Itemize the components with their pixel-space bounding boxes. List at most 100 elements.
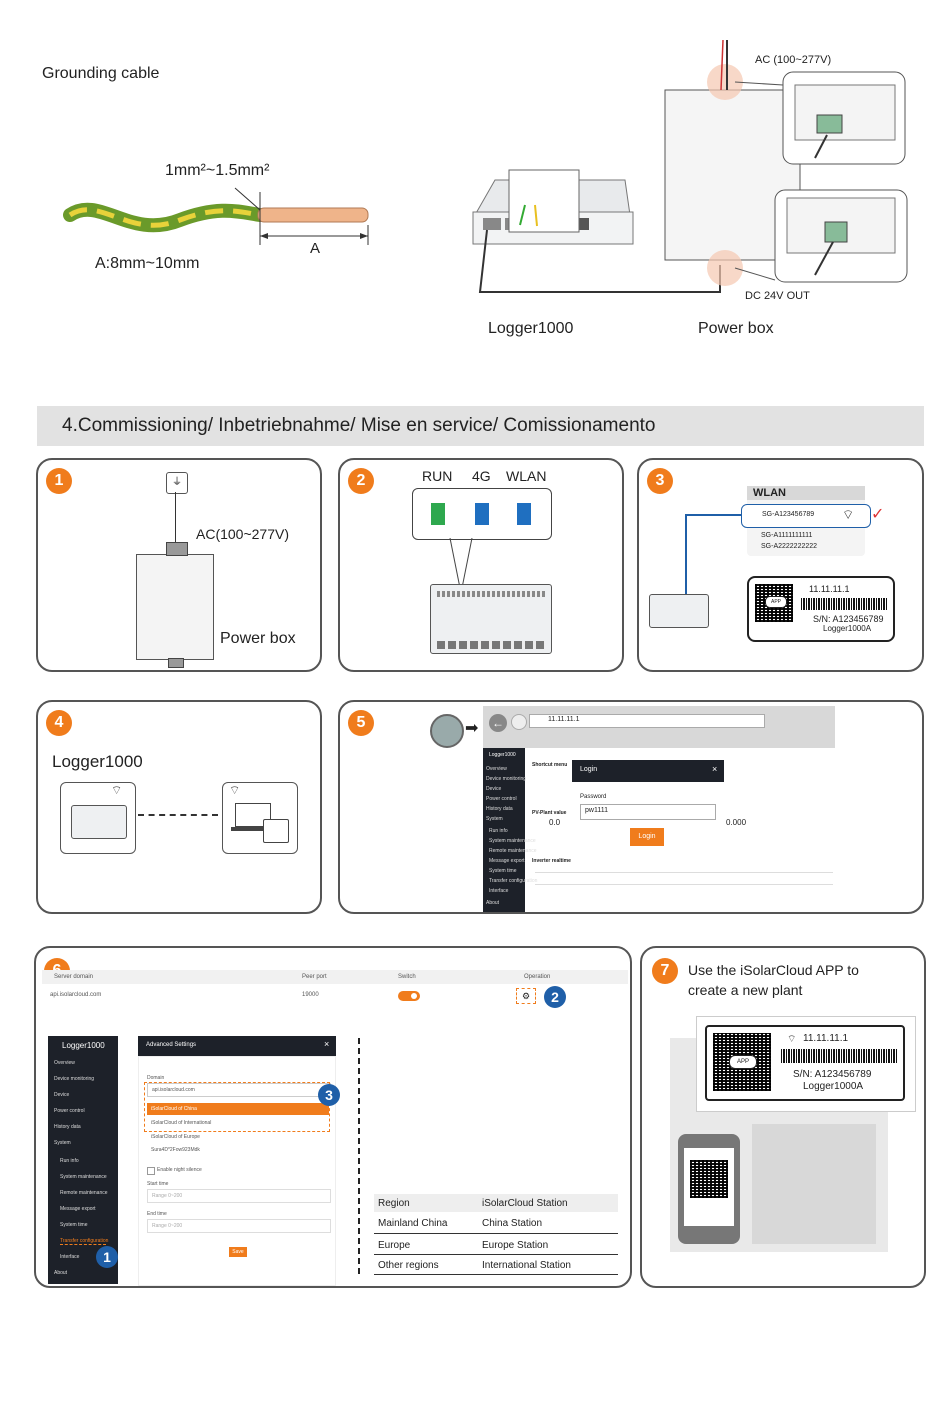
domain-value: api.isolarcloud.com (152, 1087, 195, 1093)
app-badge: APP (729, 1055, 757, 1069)
menu-power-control[interactable]: Power control (54, 1108, 85, 1114)
section-title: 4.Commissioning/ Inbetriebnahme/ Mise en… (62, 415, 656, 436)
phone-icon (678, 1134, 740, 1244)
pv-value-label: PV-Plant value (532, 810, 567, 816)
menu-system-maintenance[interactable]: System maintenance (489, 838, 536, 844)
step4-badge: 4 (46, 710, 72, 736)
led-wlan (517, 503, 531, 525)
menu-device-monitoring[interactable]: Device monitoring (486, 776, 527, 782)
connect-line-h (685, 514, 741, 516)
step5-brand: Logger1000 (489, 752, 516, 758)
device-label-zoom: APP 11.11.11.1 S/N: A123456789 Logger100… (747, 576, 895, 642)
label-sn: S/N: A123456789 (813, 614, 884, 624)
menu-power-control[interactable]: Power control (486, 796, 517, 802)
menu-interface[interactable]: Interface (60, 1254, 80, 1260)
menu-about[interactable]: About (54, 1270, 68, 1276)
row2-station: Europe Station (482, 1240, 549, 1251)
step1-box-label: Power box (220, 630, 296, 647)
silence-checkbox[interactable] (147, 1167, 155, 1175)
advanced-settings-dialog: Domain api.isolarcloud.com iSolarCloud o… (138, 1056, 336, 1286)
close-icon[interactable]: × (324, 1039, 330, 1049)
label-ip: 11.11.11.1 (809, 584, 850, 594)
menu-transfer-config[interactable]: Transfer configuration (489, 878, 538, 884)
wiring-figure (472, 39, 908, 293)
close-icon[interactable]: × (712, 764, 718, 774)
menu-message-export[interactable]: Message export (489, 858, 525, 864)
menu-history-data[interactable]: History data (54, 1124, 81, 1130)
option-china[interactable]: iSolarCloud of China (147, 1103, 329, 1115)
gear-icon[interactable]: ⚙ (516, 988, 536, 1004)
menu-device[interactable]: Device (54, 1092, 70, 1098)
step7-text-1: Use the iSolarCloud APP to (688, 962, 859, 978)
menu-system[interactable]: System (486, 816, 503, 822)
dashed-connection (138, 814, 218, 816)
menu-system-time[interactable]: System time (489, 868, 517, 874)
browser-chrome: ← 11.11.11.1 (483, 706, 835, 748)
switch-toggle[interactable] (398, 991, 420, 1001)
step5-panel: 5 ➡ ← 11.11.11.1 Logger1000 Overview Dev… (338, 700, 924, 914)
row-domain: api.isolarcloud.com (50, 992, 102, 998)
step6-badge-2: 2 (544, 986, 566, 1008)
option-europe[interactable]: iSolarCloud of Europe (147, 1131, 329, 1143)
login-button[interactable]: Login (630, 828, 664, 846)
wifi-icon: ⌔ (111, 783, 123, 797)
menu-about[interactable]: About (486, 900, 500, 906)
step2-logger-device (430, 584, 552, 654)
option-international[interactable]: iSolarCloud of International (147, 1117, 329, 1129)
menu-remote-maintenance[interactable]: Remote maintenance (60, 1190, 108, 1196)
menu-run-info[interactable]: Run info (489, 828, 508, 834)
label-sn: S/N: A123456789 (793, 1069, 872, 1080)
step3-logger-device (649, 594, 709, 628)
check-mark-icon: ✓ (871, 506, 885, 523)
menu-run-info[interactable]: Run info (60, 1158, 79, 1164)
save-button[interactable]: Save (229, 1247, 247, 1257)
cable-spec: 1mm²~1.5mm² (165, 162, 270, 179)
menu-system-time[interactable]: System time (60, 1222, 88, 1228)
menu-overview[interactable]: Overview (54, 1060, 75, 1066)
extra-value: Sura4D*2Fow923Mdk (151, 1147, 200, 1153)
ssid-item-2[interactable]: SG-A1111111111 (761, 532, 813, 539)
row3-region: Other regions (378, 1260, 439, 1271)
ssid-item-3[interactable]: SG-A2222222222 (761, 543, 818, 550)
start-time-input[interactable]: Range 0~200 (147, 1189, 331, 1203)
menu-system-maintenance[interactable]: System maintenance (60, 1174, 107, 1180)
menu-system[interactable]: System (54, 1140, 71, 1146)
row2-region: Europe (378, 1240, 411, 1251)
section-header-bar (37, 406, 924, 446)
forward-button[interactable] (511, 714, 527, 730)
pv-value-1: 0.0 (549, 818, 561, 827)
menu-remote-maintenance[interactable]: Remote maintenance (489, 848, 537, 854)
password-label: Password (580, 794, 607, 800)
step2-badge: 2 (348, 468, 374, 494)
barcode (781, 1049, 897, 1063)
menu-history-data[interactable]: History data (486, 806, 513, 812)
step4-panel: 4 Logger1000 ⌔ ⌔ (36, 700, 322, 914)
url-bar[interactable]: 11.11.11.1 (529, 714, 765, 728)
wifi-icon: ⌔ (842, 507, 855, 522)
menu-device[interactable]: Device (486, 786, 502, 792)
strip-label: A (310, 240, 321, 257)
login-dialog: Password pw1111 Login (572, 782, 724, 856)
options-highlight (144, 1082, 330, 1132)
menu-message-export[interactable]: Message export (60, 1206, 96, 1212)
start-label: Start time (147, 1181, 169, 1187)
power-box-device (136, 554, 214, 660)
step2-panel: 2 RUN 4G WLAN (338, 458, 624, 672)
connect-line-v (685, 514, 687, 594)
pv-value-2: 0.000 (726, 818, 747, 827)
step3-badge: 3 (647, 468, 673, 494)
password-input[interactable]: pw1111 (580, 804, 716, 820)
ssid-item-selected[interactable]: SG-A123456789 ⌔ (741, 504, 871, 528)
step6-badge-1: 1 (96, 1246, 118, 1268)
end-time-input[interactable]: Range 0~200 (147, 1219, 331, 1233)
url-text: 11.11.11.1 (548, 716, 580, 723)
menu-transfer-config[interactable]: Transfer configuration (60, 1238, 109, 1244)
menu-device-monitoring[interactable]: Device monitoring (54, 1076, 95, 1082)
back-button[interactable]: ← (489, 714, 507, 732)
step4-logger-label: Logger1000 (52, 752, 143, 771)
menu-interface[interactable]: Interface (489, 888, 509, 894)
row-port: 19000 (302, 992, 319, 998)
silence-label: Enable night silence (157, 1167, 202, 1173)
ac-terminal (166, 542, 188, 556)
menu-overview[interactable]: Overview (486, 766, 507, 772)
